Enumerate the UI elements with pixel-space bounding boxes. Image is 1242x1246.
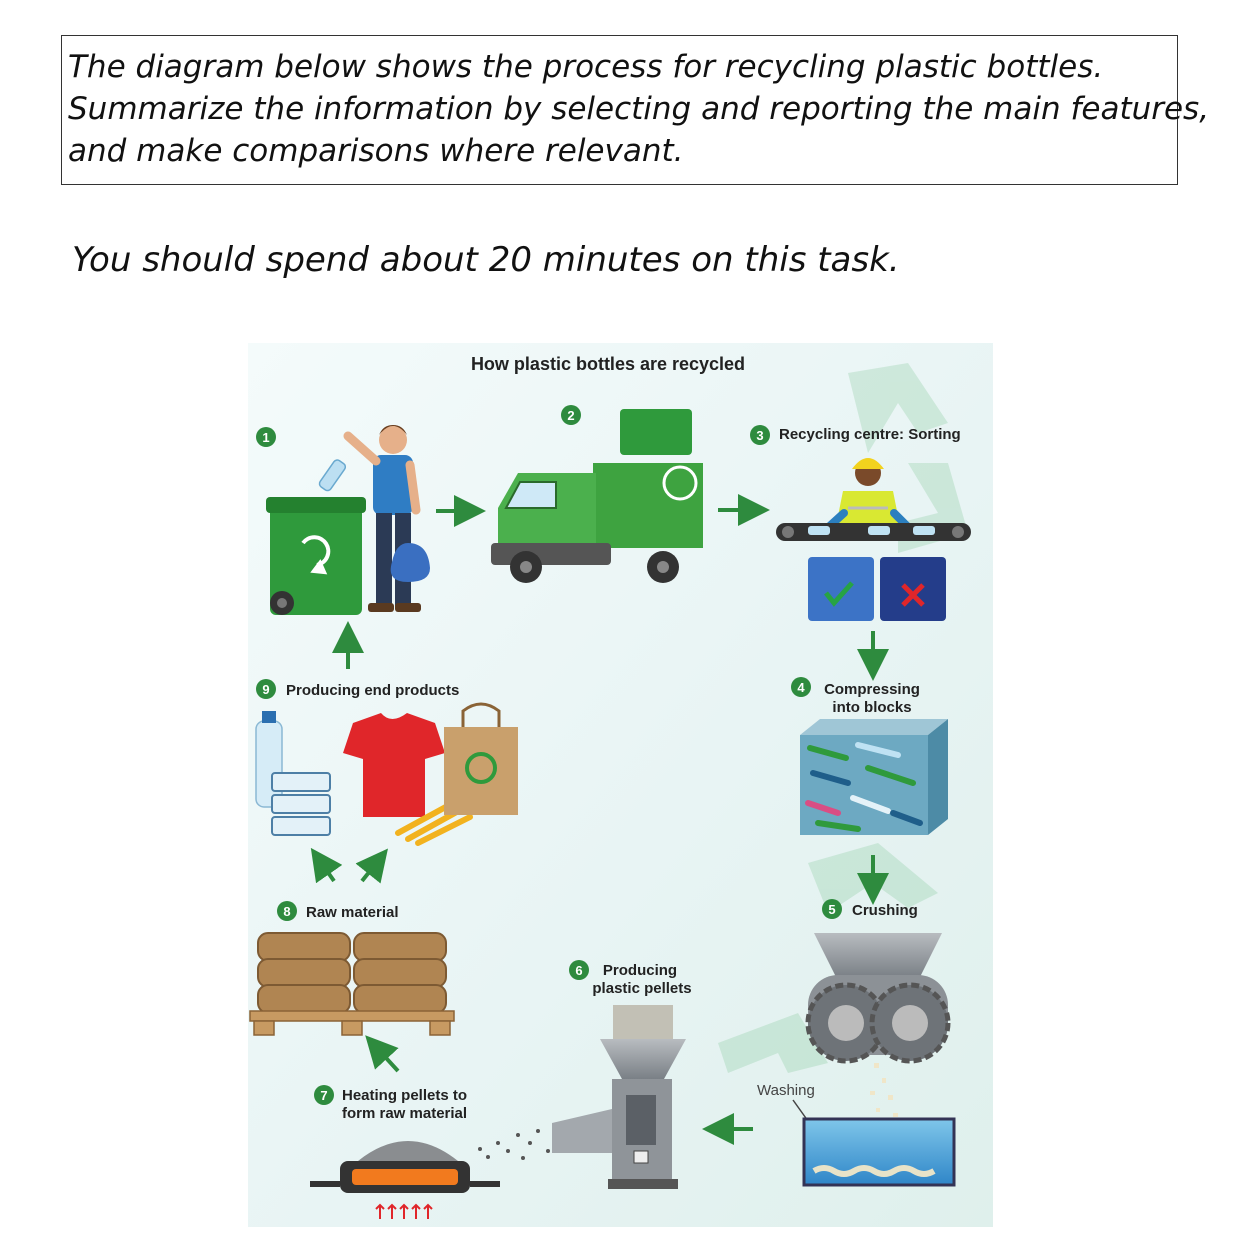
arrow-7-to-8 <box>365 1035 400 1073</box>
stage-6-number: 6 <box>575 963 582 978</box>
stage-6-label-line-2: plastic pellets <box>592 980 691 997</box>
reject-bin <box>880 557 946 621</box>
stage-8-label: Raw material <box>306 904 399 921</box>
stage-3-sorting: 3 Recycling centre: Sorting <box>750 425 971 621</box>
heater-with-pellets <box>310 1141 500 1193</box>
stage-8-raw-material: 8 Raw material <box>249 901 455 1036</box>
stage-1-number: 1 <box>262 430 269 445</box>
tshirt-icon <box>343 713 445 817</box>
stage-5-number: 5 <box>828 902 835 917</box>
person-recycling <box>318 425 430 612</box>
pellet-stream <box>478 1129 550 1160</box>
stage-2-badge <box>561 405 581 425</box>
falling-plastic-flakes <box>870 1063 898 1117</box>
stage-3-badge <box>750 425 770 445</box>
stage-4-label-line-1: Compressing <box>824 681 920 698</box>
stage-4-compressing: 4 Compressing into blocks <box>791 677 948 835</box>
diagram-title: How plastic bottles are recycled <box>471 354 745 374</box>
stage-7-badge <box>314 1085 334 1105</box>
time-note: You should spend about 20 minutes on thi… <box>72 240 900 280</box>
cross-icon <box>901 583 925 607</box>
plastic-bag-icon <box>390 543 430 582</box>
conveyor-belt <box>776 523 971 541</box>
arrow-8-to-9-left <box>310 847 343 884</box>
recycling-diagram: How plastic bottles are recycled 1 <box>248 343 993 1227</box>
pellet-machine <box>552 1005 686 1189</box>
stage-4-badge <box>791 677 811 697</box>
recycled-bottle-icon <box>255 711 283 808</box>
stage-2-collection-truck: 2 <box>491 405 703 583</box>
raw-material-sacks <box>257 932 447 1014</box>
crusher-machine <box>805 933 951 1064</box>
washing-tank <box>802 1117 956 1187</box>
stage-3-number: 3 <box>756 428 763 443</box>
stage-6-badge <box>569 960 589 980</box>
task-line-3: and make comparisons where relevant. <box>68 133 684 169</box>
stage-7-heating: 7 Heating pellets to form raw material <box>310 1085 500 1219</box>
stage-7-label-line-1: Heating pellets to <box>342 1087 467 1104</box>
arrow-8-to-9-right <box>355 848 388 884</box>
accept-bin <box>808 557 874 621</box>
green-wheelie-bin <box>266 497 366 615</box>
plastic-bottle-icon <box>318 459 347 492</box>
stage-1-dispose-bottle: 1 <box>256 425 430 615</box>
food-containers-icon <box>271 772 331 836</box>
truck-recycle-icon <box>662 465 698 501</box>
washing-label: Washing <box>757 1082 815 1099</box>
task-line-1: The diagram below shows the process for … <box>68 49 1104 85</box>
compressed-plastic-block <box>800 719 948 835</box>
paper-bag-icon <box>444 702 518 815</box>
stage-4-label-line-2: into blocks <box>832 699 911 716</box>
stage-9-badge <box>256 679 276 699</box>
stage-1-badge <box>256 427 276 447</box>
task-line-2: Summarize the information by selecting a… <box>68 91 1210 127</box>
stage-8-number: 8 <box>283 904 290 919</box>
task-prompt-box: The diagram below shows the process for … <box>61 35 1210 185</box>
stage-9-end-products: 9 Producing end products <box>255 679 518 846</box>
stage-6-pellet-production: 6 Producing plastic pellets <box>478 960 692 1189</box>
wooden-pallet <box>249 1010 455 1036</box>
stage-7-label-line-2: form raw material <box>342 1105 467 1122</box>
stage-5-crushing: 5 Crushing Washing <box>757 899 956 1187</box>
stage-9-number: 9 <box>262 682 269 697</box>
stage-9-label: Producing end products <box>286 682 459 699</box>
stage-3-label: Recycling centre: Sorting <box>779 426 961 443</box>
recycle-icon <box>301 535 331 575</box>
heat-arrows-icon <box>375 1203 433 1219</box>
stage-4-number: 4 <box>797 680 805 695</box>
bag-recycle-icon <box>465 752 497 784</box>
stage-8-badge <box>277 901 297 921</box>
stage-2-number: 2 <box>567 408 574 423</box>
stage-5-badge <box>822 899 842 919</box>
stage-6-label-line-1: Producing <box>603 962 677 979</box>
check-icon <box>824 581 854 607</box>
stage-5-label: Crushing <box>852 902 918 919</box>
stage-7-number: 7 <box>320 1088 327 1103</box>
